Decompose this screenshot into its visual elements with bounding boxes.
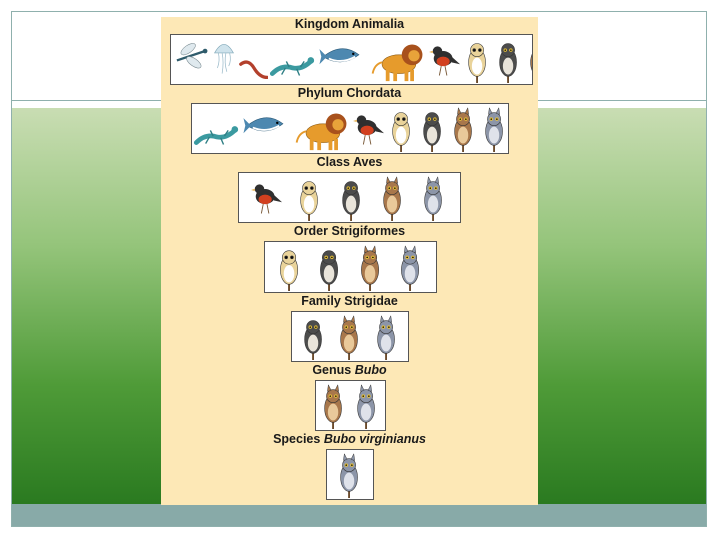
pygmy-owl-icon <box>315 243 345 291</box>
species-box <box>326 449 374 500</box>
rank-label: Family <box>301 294 341 308</box>
screech-owl-icon <box>525 36 533 83</box>
level-title-phylum: Phylum Chordata <box>161 86 538 100</box>
pygmy-owl-icon <box>299 313 329 360</box>
fish-icon <box>316 36 368 83</box>
taxon-name: Strigiformes <box>331 224 405 238</box>
barn-owl-icon <box>295 174 325 221</box>
lion-icon <box>369 36 427 83</box>
rank-label: Phylum <box>298 86 343 100</box>
taxon-name: Strigidae <box>344 294 398 308</box>
rank-label: Class <box>317 155 350 169</box>
phylum-box <box>191 103 509 154</box>
level-title-order: Order Strigiformes <box>161 224 538 238</box>
level-title-genus: Genus Bubo <box>161 363 538 377</box>
lizard-icon <box>269 36 315 83</box>
robin-icon <box>352 105 386 152</box>
family-box <box>291 311 409 362</box>
robin-icon <box>250 174 284 221</box>
lizard-icon <box>193 105 239 152</box>
fish-icon <box>240 105 292 152</box>
taxon-name: Bubo <box>355 363 387 377</box>
screech-owl-icon <box>356 243 386 291</box>
barn-owl-icon <box>387 105 417 152</box>
great-horned-owl-icon <box>480 105 509 152</box>
taxon-name: Chordata <box>346 86 401 100</box>
great-horned-owl-icon <box>419 174 449 221</box>
lion-icon <box>293 105 351 152</box>
jellyfish-icon <box>211 36 237 83</box>
screech-owl-icon <box>378 174 408 221</box>
great-horned-owl-icon <box>335 451 365 498</box>
classification-poster: Kingdom Animalia Phylum Chordata Class A… <box>161 17 538 505</box>
genus-box <box>315 380 386 431</box>
rank-label: Order <box>294 224 328 238</box>
order-box <box>264 241 437 293</box>
kingdom-box <box>170 34 533 85</box>
pygmy-owl-icon <box>337 174 367 221</box>
class-box <box>238 172 461 223</box>
barn-owl-icon <box>463 36 493 83</box>
screech-owl-icon <box>449 105 479 152</box>
taxon-name: Aves <box>353 155 382 169</box>
level-title-species: Species Bubo virginianus <box>161 432 538 446</box>
rank-label: Kingdom <box>295 17 349 31</box>
rank-label: Genus <box>312 363 351 377</box>
great-horned-owl-icon <box>352 382 382 429</box>
level-title-kingdom: Kingdom Animalia <box>161 17 538 31</box>
taxon-name: Animalia <box>352 17 404 31</box>
screech-owl-icon <box>335 313 365 360</box>
great-horned-owl-icon <box>372 313 402 360</box>
level-title-class: Class Aves <box>161 155 538 169</box>
barn-owl-icon <box>275 243 305 291</box>
dragonfly-icon <box>172 36 210 83</box>
taxon-name: Bubo virginianus <box>324 432 426 446</box>
pygmy-owl-icon <box>494 36 524 83</box>
earthworm-icon <box>238 36 268 83</box>
screech-owl-icon <box>319 382 349 429</box>
robin-icon <box>428 36 462 83</box>
pygmy-owl-icon <box>418 105 448 152</box>
level-title-family: Family Strigidae <box>161 294 538 308</box>
rank-label: Species <box>273 432 320 446</box>
great-horned-owl-icon <box>396 243 426 291</box>
bottom-bar <box>12 504 706 526</box>
